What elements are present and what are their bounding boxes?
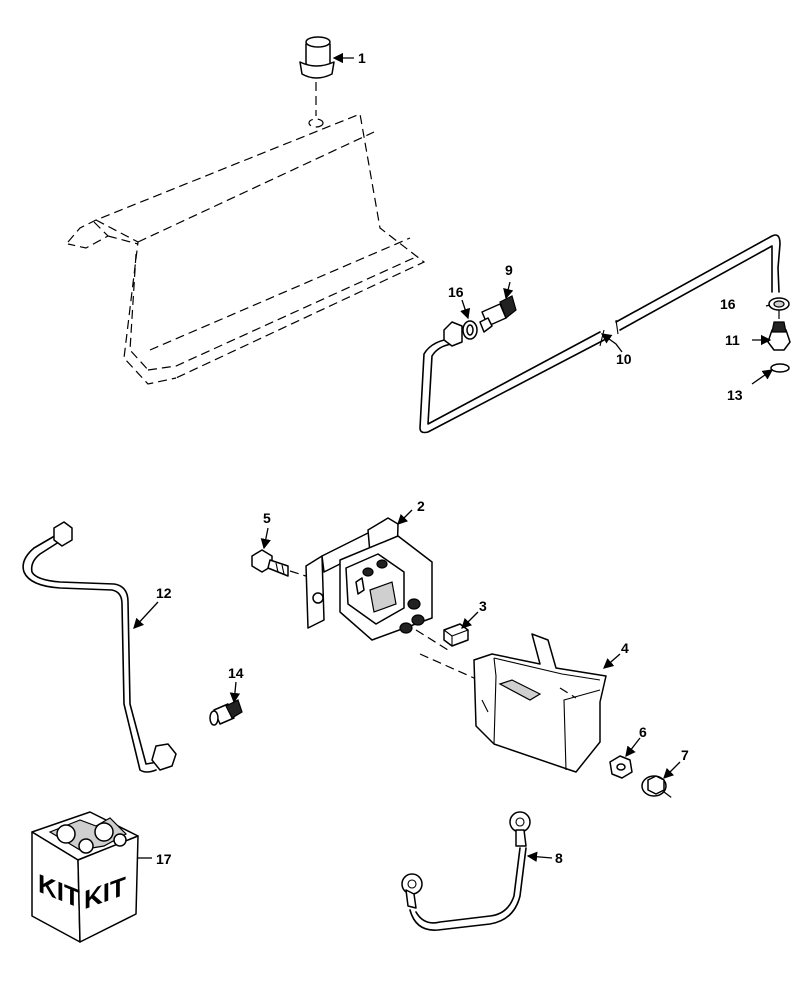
part-16-washer-left [462, 320, 478, 340]
callout-8: 8 [555, 850, 563, 866]
part-8-ground-cable [401, 811, 531, 931]
callout-6: 6 [639, 724, 647, 740]
part-13-o-ring [770, 363, 790, 373]
callout-3: 3 [479, 598, 487, 614]
part-17-kit-box: KIT KIT [31, 811, 139, 943]
part-14-fitting [209, 699, 243, 726]
callout-17: 17 [156, 851, 172, 867]
callout-16-right: 16 [720, 296, 736, 312]
callout-labels: 1 2 3 4 5 6 7 8 9 10 11 12 13 14 16 16 1… [156, 50, 743, 867]
part-16-washer-right [768, 297, 790, 311]
part-4-cover [473, 633, 607, 773]
part-10-tube [419, 234, 781, 434]
callout-14: 14 [228, 665, 244, 681]
callout-7: 7 [681, 747, 689, 763]
callout-12: 12 [156, 585, 172, 601]
callout-9: 9 [505, 262, 513, 278]
part-1-plug [299, 36, 335, 116]
callout-leaders [133, 52, 774, 862]
callout-13: 13 [727, 387, 743, 403]
part-9-fitting [479, 295, 517, 333]
part-5-bolt [251, 549, 313, 579]
callout-5: 5 [263, 510, 271, 526]
callout-1: 1 [358, 50, 366, 66]
tube-nut-left [443, 321, 463, 347]
part-2-solenoid-assembly [305, 517, 449, 651]
part-6-nut [609, 755, 633, 779]
callout-10: 10 [616, 351, 632, 367]
callout-4: 4 [621, 640, 629, 656]
hidden-bracket-outline [67, 113, 426, 385]
callout-11: 11 [725, 332, 740, 348]
part-11-fitting [767, 310, 791, 351]
part-7-flange-nut [641, 775, 673, 799]
callout-16-left: 16 [448, 284, 464, 300]
part-12-tube [22, 521, 177, 773]
callout-2: 2 [417, 498, 425, 514]
